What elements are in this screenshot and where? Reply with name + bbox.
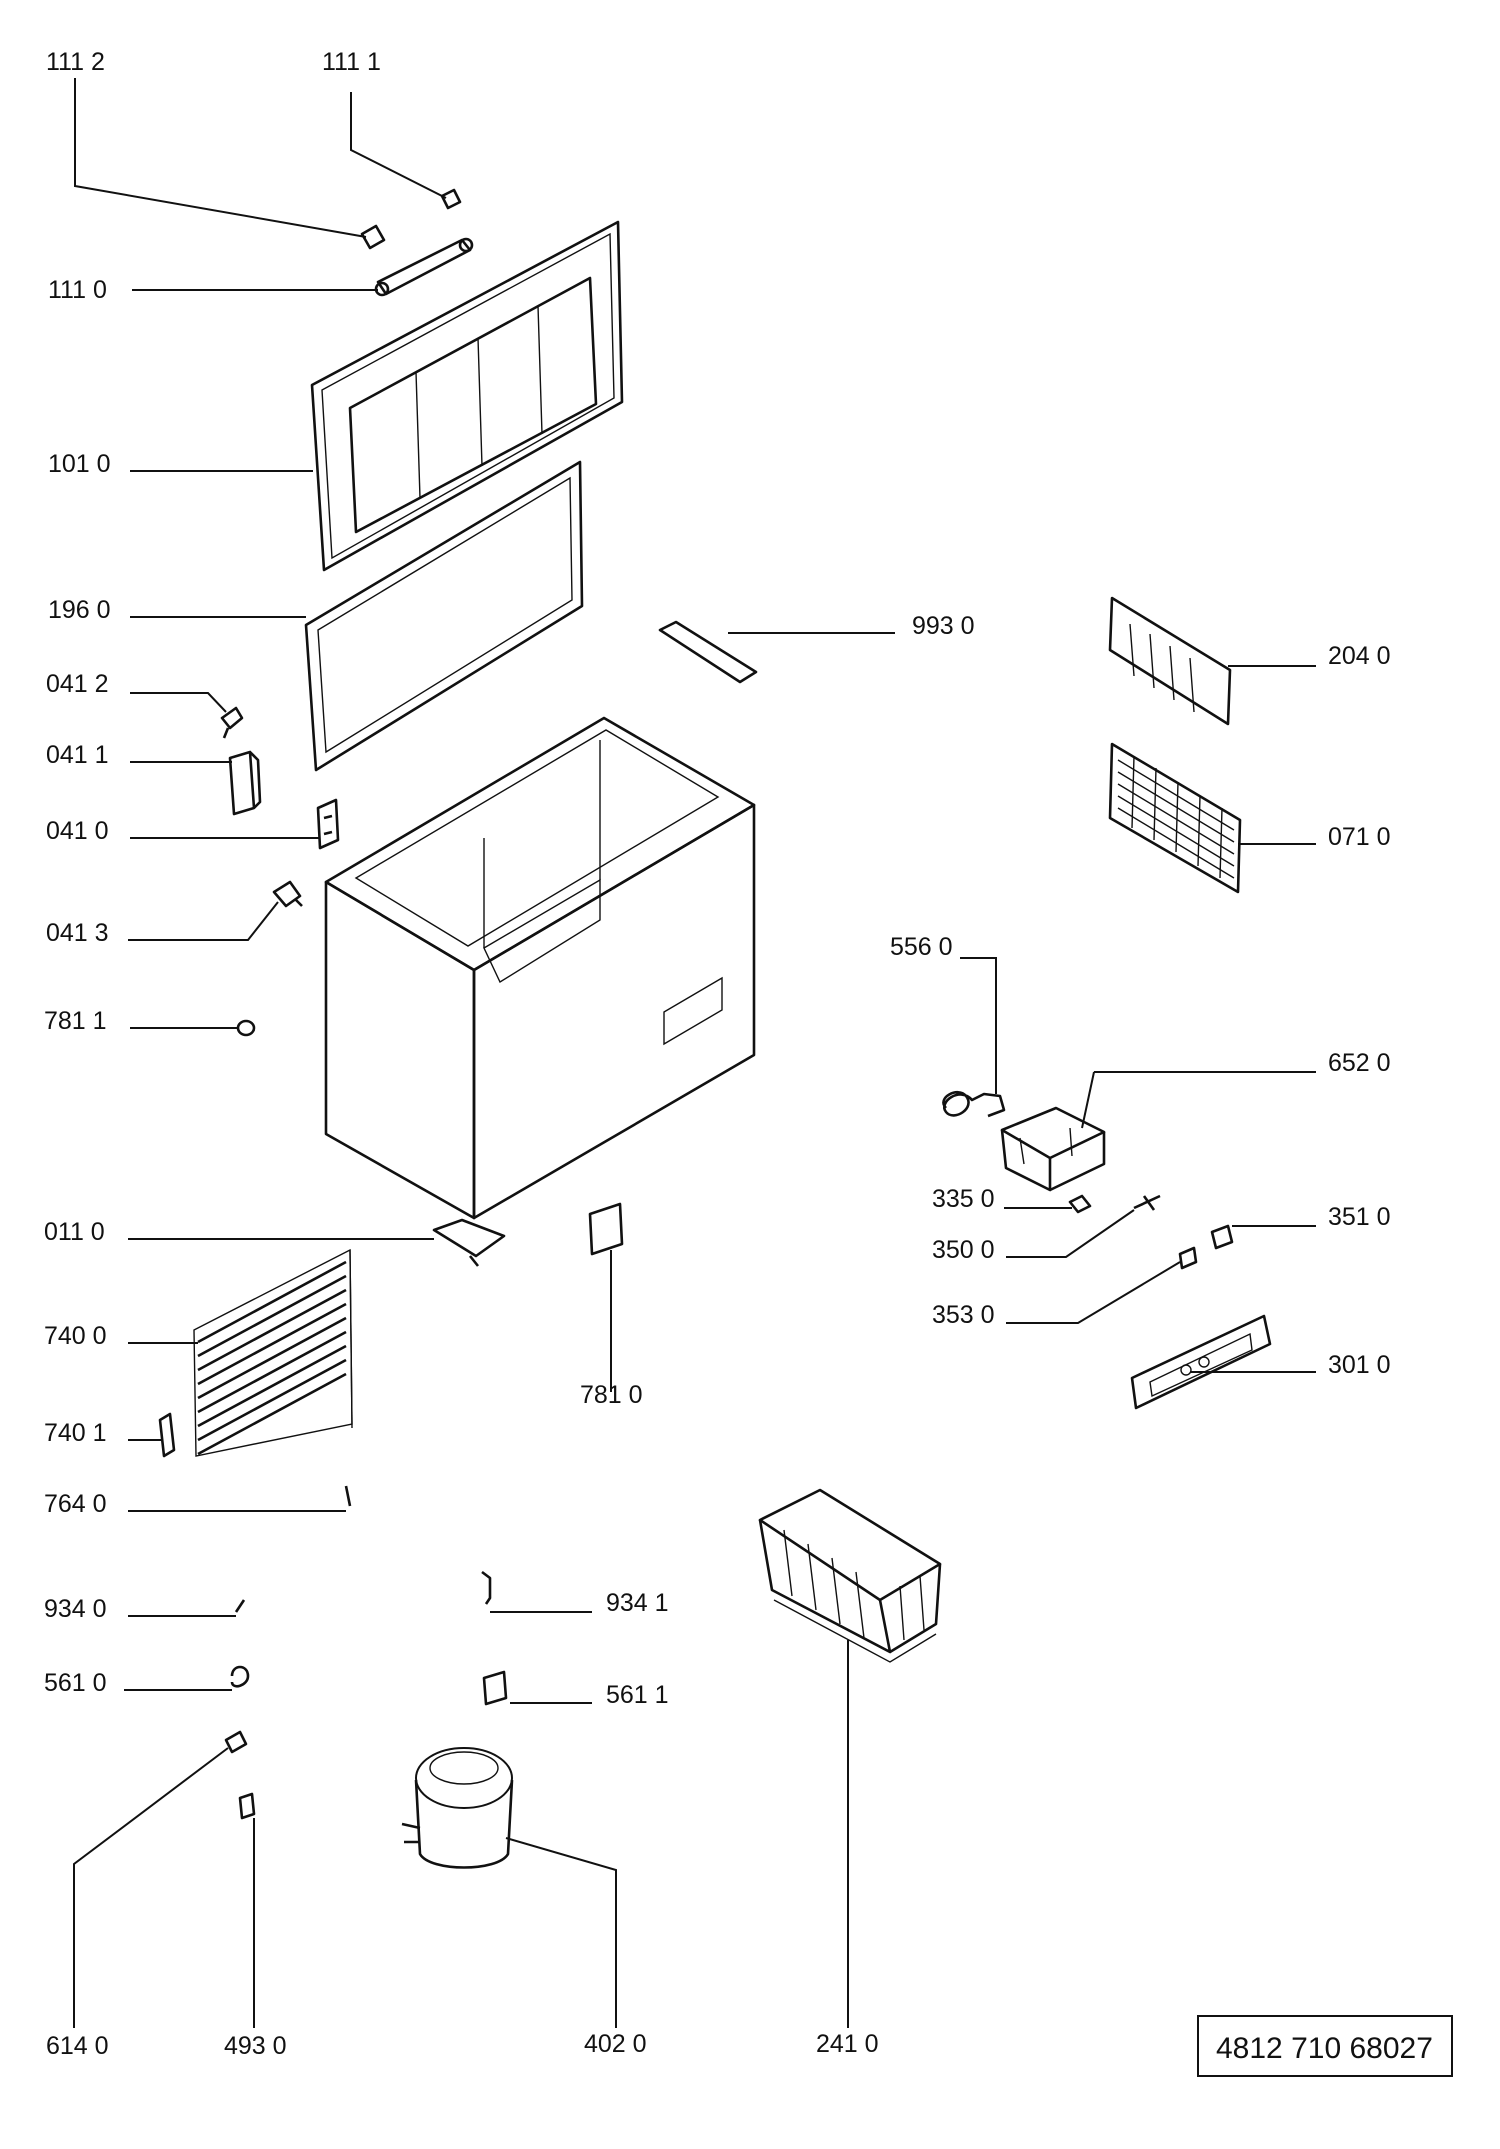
- hinge-part-041-1: [228, 750, 262, 816]
- label-781-1: 781 1: [44, 1007, 107, 1035]
- grille-part-071-0: [1108, 742, 1242, 894]
- label-561-1: 561 1: [606, 1681, 669, 1709]
- label-196-0: 196 0: [48, 596, 111, 624]
- label-934-0: 934 0: [44, 1595, 107, 1623]
- hinge-part-041-2: [220, 706, 244, 739]
- label-353-0: 353 0: [932, 1301, 995, 1329]
- label-071-0: 071 0: [1328, 823, 1391, 851]
- part-labels: 111 2 111 1 111 0 101 0 196 0 041 2 041 …: [44, 48, 1391, 2060]
- handle-part-111-0: [374, 237, 474, 297]
- label-111-0: 111 0: [48, 276, 107, 304]
- hinge-part-041-0: [316, 798, 340, 850]
- part-353-0: [1178, 1246, 1198, 1270]
- label-614-0: 614 0: [46, 2032, 109, 2060]
- control-panel-part-301-0: [1130, 1314, 1272, 1410]
- label-335-0: 335 0: [932, 1185, 995, 1213]
- label-301-0: 301 0: [1328, 1351, 1391, 1379]
- label-351-0: 351 0: [1328, 1203, 1391, 1231]
- lid-part-101-0: [310, 220, 624, 572]
- leader-lines: [73, 78, 1316, 2028]
- gasket-part-196-0: [304, 460, 584, 772]
- part-556-0: [942, 1090, 1006, 1118]
- label-781-0: 781 0: [580, 1381, 643, 1409]
- label-111-2: 111 2: [46, 48, 105, 76]
- label-740-0: 740 0: [44, 1322, 107, 1350]
- label-041-2: 041 2: [46, 670, 109, 698]
- clip-part-740-1: [158, 1412, 176, 1458]
- compressor-part-402-0: [401, 1747, 514, 1869]
- label-041-0: 041 0: [46, 817, 109, 845]
- part-993-0: [658, 620, 758, 684]
- label-740-1: 740 1: [44, 1419, 107, 1447]
- label-011-0: 011 0: [44, 1218, 105, 1246]
- label-402-0: 402 0: [584, 2030, 647, 2058]
- cover-part-204-0: [1108, 596, 1232, 726]
- tube-part-764-0: [344, 1485, 352, 1507]
- label-556-0: 556 0: [890, 933, 953, 961]
- foot-part-011-0: [432, 1218, 506, 1267]
- cap-part-111-1: [440, 188, 462, 210]
- part-351-0: [1210, 1224, 1234, 1250]
- label-041-1: 041 1: [46, 741, 109, 769]
- label-993-0: 993 0: [912, 612, 975, 640]
- label-652-0: 652 0: [1328, 1049, 1391, 1077]
- label-493-0: 493 0: [224, 2032, 287, 2060]
- hinge-part-041-3: [272, 880, 303, 908]
- reference-number-box: 4812 710 68027: [1197, 2015, 1453, 2077]
- label-561-0: 561 0: [44, 1669, 107, 1697]
- basket-part-241-0: [758, 1488, 942, 1663]
- freezer-cabinet: [324, 716, 756, 1220]
- plug-part-781-1: [236, 1019, 256, 1037]
- part-561-1: [482, 1670, 508, 1706]
- label-204-0: 204 0: [1328, 642, 1391, 670]
- part-614-0: [224, 1730, 248, 1754]
- label-764-0: 764 0: [44, 1490, 107, 1518]
- bracket-part-652-0: [1000, 1106, 1106, 1192]
- label-111-1: 111 1: [322, 48, 381, 76]
- part-934-1: [481, 1570, 492, 1605]
- part-493-0: [238, 1792, 256, 1820]
- label-241-0: 241 0: [816, 2030, 879, 2058]
- label-041-3: 041 3: [46, 919, 109, 947]
- reference-number: 4812 710 68027: [1216, 2032, 1433, 2065]
- part-350-0: [1133, 1194, 1161, 1211]
- condenser-part-740-0: [193, 1248, 353, 1457]
- bracket-part-781-0: [588, 1202, 624, 1256]
- label-350-0: 350 0: [932, 1236, 995, 1264]
- part-561-0: [230, 1665, 250, 1688]
- label-101-0: 101 0: [48, 450, 111, 478]
- label-934-1: 934 1: [606, 1589, 669, 1617]
- part-335-0: [1068, 1194, 1092, 1214]
- cap-part-111-2: [360, 224, 386, 250]
- part-934-0: [234, 1599, 246, 1613]
